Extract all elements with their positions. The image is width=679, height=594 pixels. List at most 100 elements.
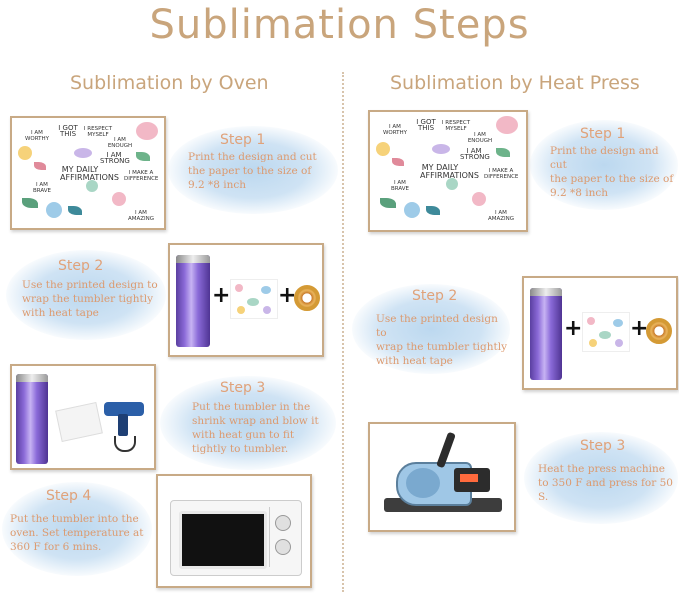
step-text-line: 9.2 *8 inch bbox=[188, 179, 247, 191]
decor-circle bbox=[263, 306, 271, 314]
press-step2-title: Step 2 bbox=[412, 288, 458, 304]
microwave-knob bbox=[275, 515, 291, 531]
step-text-line: with heat tape bbox=[22, 307, 99, 319]
press-step3-image bbox=[368, 422, 516, 532]
heat-tape-roll bbox=[646, 318, 672, 344]
design-phrase: I RESPECT MYSELF bbox=[441, 120, 471, 132]
heat-press-display bbox=[460, 474, 478, 482]
decor-circle bbox=[432, 144, 450, 154]
oven-step2-text: Use the printed design to wrap the tumbl… bbox=[22, 278, 158, 320]
oven-step3-text: Put the tumbler in the shrink wrap and b… bbox=[192, 400, 319, 456]
decor-circle bbox=[86, 180, 98, 192]
heat-press-mug-cavity bbox=[406, 468, 440, 498]
decor-leaf bbox=[34, 162, 46, 170]
plus-sign: + bbox=[630, 316, 649, 341]
decor-circle bbox=[599, 331, 611, 339]
microwave-oven bbox=[170, 500, 302, 576]
step-text-line: 360 F for 6 mins. bbox=[10, 541, 102, 553]
design-phrase: I MAKE A DIFFERENCE bbox=[484, 168, 519, 180]
press-step1-cloud: Step 1 Print the design and cut the pape… bbox=[530, 116, 678, 212]
decor-circle bbox=[18, 146, 32, 160]
decor-leaf bbox=[426, 206, 440, 215]
design-phrase: I AM BRAVE bbox=[32, 182, 52, 194]
press-step1-text: Print the design and cut the paper to th… bbox=[550, 144, 678, 200]
oven-step2-cloud: Step 2 Use the printed design to wrap th… bbox=[6, 246, 166, 342]
design-phrase: MY DAILY AFFIRMATIONS bbox=[60, 165, 119, 182]
microwave-knob bbox=[275, 539, 291, 555]
plus-sign: + bbox=[278, 283, 297, 308]
cloud-shape bbox=[6, 250, 166, 340]
decor-circle bbox=[615, 339, 623, 347]
decor-leaf bbox=[136, 152, 150, 161]
press-step1-design-image: I AM WORTHY I GOT THIS I RESPECT MYSELF … bbox=[368, 110, 528, 232]
step-text-line: the paper to the size of bbox=[188, 165, 312, 177]
step-text-line: 9.2 *8 inch bbox=[550, 187, 609, 199]
section-divider bbox=[342, 72, 344, 592]
decor-circle bbox=[136, 122, 158, 140]
heat-press-control-panel bbox=[454, 468, 490, 492]
press-step3-text: Heat the press machine to 350 F and pres… bbox=[538, 462, 678, 504]
design-phrase: MY DAILY AFFIRMATIONS bbox=[420, 163, 479, 180]
decor-circle bbox=[446, 178, 458, 190]
decor-circle bbox=[247, 298, 259, 306]
decor-leaf bbox=[22, 198, 38, 208]
step-text-line: wrap the tumbler tightly bbox=[376, 341, 508, 353]
press-section-heading: Sublimation by Heat Press bbox=[390, 72, 640, 94]
design-phrase: I AM ENOUGH bbox=[107, 137, 133, 149]
purple-tumbler bbox=[16, 374, 48, 464]
press-step2-cloud: Step 2 Use the printed design to wrap th… bbox=[352, 280, 510, 376]
press-step3-cloud: Step 3 Heat the press machine to 350 F a… bbox=[524, 428, 678, 526]
step-text-line: Use the printed design to bbox=[376, 313, 498, 339]
oven-step3-title: Step 3 bbox=[220, 380, 266, 396]
decor-circle bbox=[261, 286, 271, 294]
cloud-shape bbox=[524, 432, 678, 524]
step-text-line: with heat gun to fit bbox=[192, 429, 295, 441]
oven-step4-image bbox=[156, 474, 312, 588]
decor-circle bbox=[613, 319, 623, 327]
cloud-shape bbox=[352, 284, 510, 374]
step-text-line: Print the design and cut bbox=[188, 151, 317, 163]
step-text-line: oven. Set temperature at bbox=[10, 527, 144, 539]
oven-step2-image: + + bbox=[168, 243, 324, 357]
decor-leaf bbox=[380, 198, 396, 208]
oven-step1-cloud: Step 1 Print the design and cut the pape… bbox=[168, 120, 338, 216]
design-sheet bbox=[582, 312, 630, 352]
heat-tape-roll bbox=[294, 285, 320, 311]
step-text-line: Put the tumbler in the bbox=[192, 401, 311, 413]
purple-tumbler bbox=[176, 255, 210, 347]
oven-step4-text: Put the tumbler into the oven. Set tempe… bbox=[10, 512, 144, 554]
heat-gun-body bbox=[104, 402, 144, 416]
plus-sign: + bbox=[212, 283, 231, 308]
oven-step1-text: Print the design and cut the paper to th… bbox=[188, 150, 317, 192]
decor-circle bbox=[235, 284, 243, 292]
heat-gun-cord bbox=[114, 436, 136, 452]
decor-circle bbox=[587, 317, 595, 325]
oven-step3-cloud: Step 3 Put the tumbler in the shrink wra… bbox=[160, 372, 336, 472]
step-text-line: Heat the press machine bbox=[538, 463, 665, 475]
design-phrase: I AM STRONG bbox=[100, 151, 130, 165]
design-phrase: I AM BRAVE bbox=[390, 180, 410, 192]
decor-circle bbox=[472, 192, 486, 206]
design-phrase: I RESPECT MYSELF bbox=[83, 126, 113, 138]
design-phrase: I AM WORTHY bbox=[382, 124, 408, 136]
press-step2-image: + + bbox=[522, 276, 678, 390]
cloud-shape bbox=[168, 126, 338, 214]
cloud-shape bbox=[530, 120, 678, 210]
affirmations-design-art: I AM WORTHY I GOT THIS I RESPECT MYSELF … bbox=[374, 116, 522, 226]
step-text-line: Put the tumbler into the bbox=[10, 513, 139, 525]
cloud-shape bbox=[2, 482, 152, 576]
purple-tumbler bbox=[530, 288, 562, 380]
design-phrase: I GOT THIS bbox=[58, 124, 78, 138]
decor-circle bbox=[112, 192, 126, 206]
step-text-line: tightly to tumbler. bbox=[192, 443, 289, 455]
affirmations-design-art: I AM WORTHY I GOT THIS I RESPECT MYSELF … bbox=[16, 122, 160, 224]
decor-leaf bbox=[496, 148, 510, 157]
microwave-window bbox=[179, 511, 267, 569]
step-text-line: with heat tape bbox=[376, 355, 453, 367]
step-text-line: shrink wrap and blow it bbox=[192, 415, 319, 427]
decor-circle bbox=[237, 306, 245, 314]
design-sheet bbox=[230, 279, 278, 319]
page-title: Sublimation Steps bbox=[149, 2, 530, 48]
design-phrase: I AM STRONG bbox=[460, 147, 490, 161]
cloud-shape bbox=[160, 376, 336, 470]
